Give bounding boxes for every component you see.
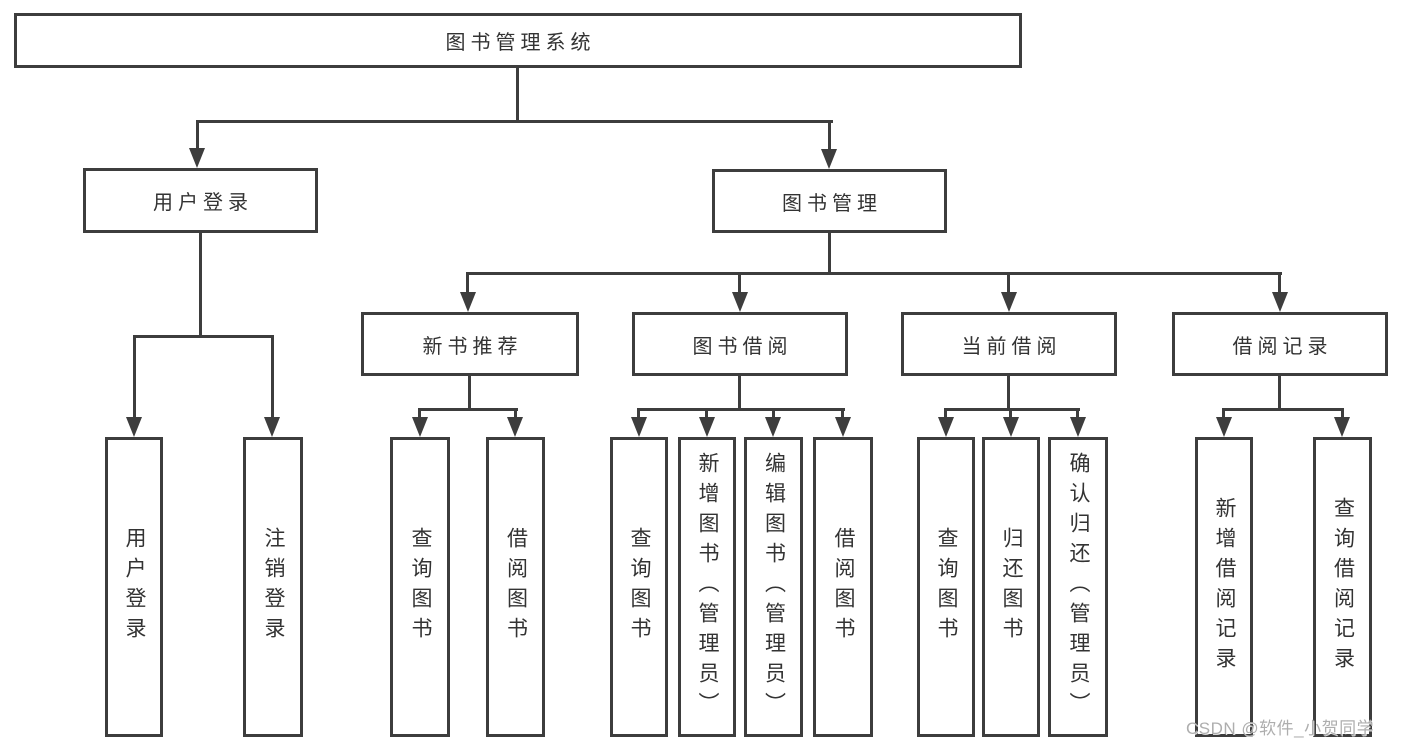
leaf-user-login: 用户登录 <box>105 437 163 737</box>
node-borrow-records: 借阅记录 <box>1172 312 1388 376</box>
arrow-down-icon <box>1334 417 1350 437</box>
connector-line <box>196 120 199 150</box>
connector-line <box>772 408 775 420</box>
connector-line <box>133 335 274 338</box>
connector-line <box>418 408 421 420</box>
connector-line <box>1007 376 1010 410</box>
connector-line <box>271 335 274 419</box>
connector-line <box>828 120 831 150</box>
arrow-down-icon <box>507 417 523 437</box>
arrow-down-icon <box>732 292 748 312</box>
node-book-borrow: 图书借阅 <box>632 312 848 376</box>
connector-line <box>199 233 202 337</box>
arrow-down-icon <box>412 417 428 437</box>
leaf-borrow-books-1: 借阅图书 <box>486 437 545 737</box>
arrow-down-icon <box>126 417 142 437</box>
connector-line <box>418 408 518 411</box>
arrow-down-icon <box>1003 417 1019 437</box>
connector-line <box>468 376 471 410</box>
leaf-edit-book-admin: 编辑图书（管理员） <box>744 437 803 737</box>
node-book-management: 图书管理 <box>712 169 947 233</box>
leaf-return-book: 归还图书 <box>982 437 1040 737</box>
leaf-query-borrow-record: 查询借阅记录 <box>1313 437 1372 737</box>
connector-line <box>841 408 844 420</box>
leaf-add-borrow-record: 新增借阅记录 <box>1195 437 1253 737</box>
leaf-query-books-3: 查询图书 <box>917 437 975 737</box>
connector-line <box>637 408 845 411</box>
arrow-down-icon <box>938 417 954 437</box>
arrow-down-icon <box>264 417 280 437</box>
arrow-down-icon <box>1272 292 1288 312</box>
arrow-down-icon <box>460 292 476 312</box>
connector-line <box>637 408 640 420</box>
connector-line <box>828 233 831 274</box>
arrow-down-icon <box>835 417 851 437</box>
node-library-system: 图书管理系统 <box>14 13 1022 68</box>
leaf-confirm-return-admin: 确认归还（管理员） <box>1048 437 1108 737</box>
leaf-query-books-2: 查询图书 <box>610 437 668 737</box>
connector-line <box>196 120 833 123</box>
connector-line <box>133 335 136 419</box>
connector-line <box>466 272 1282 275</box>
arrow-down-icon <box>765 417 781 437</box>
connector-line <box>944 408 1080 411</box>
connector-line <box>1076 408 1079 420</box>
connector-line <box>466 272 469 294</box>
connector-line <box>514 408 517 420</box>
connector-line <box>1341 408 1344 420</box>
connector-line <box>516 68 519 121</box>
leaf-add-book-admin: 新增图书（管理员） <box>678 437 736 737</box>
connector-line <box>944 408 947 420</box>
node-current-borrow: 当前借阅 <box>901 312 1117 376</box>
leaf-borrow-books-2: 借阅图书 <box>813 437 873 737</box>
arrow-down-icon <box>189 148 205 168</box>
connector-line <box>1278 272 1281 294</box>
connector-line <box>1009 408 1012 420</box>
arrow-down-icon <box>1216 417 1232 437</box>
connector-line <box>738 376 741 410</box>
leaf-logout: 注销登录 <box>243 437 303 737</box>
arrow-down-icon <box>1070 417 1086 437</box>
connector-line <box>1222 408 1225 420</box>
leaf-query-books-1: 查询图书 <box>390 437 450 737</box>
connector-line <box>1222 408 1344 411</box>
watermark: CSDN @软件_小贺同学 <box>1186 719 1375 738</box>
connector-line <box>738 272 741 294</box>
connector-line <box>1007 272 1010 294</box>
connector-line <box>1278 376 1281 410</box>
connector-line <box>705 408 708 420</box>
arrow-down-icon <box>1001 292 1017 312</box>
node-new-book-recommend: 新书推荐 <box>361 312 579 376</box>
arrow-down-icon <box>699 417 715 437</box>
arrow-down-icon <box>631 417 647 437</box>
arrow-down-icon <box>821 149 837 169</box>
node-user-login: 用户登录 <box>83 168 318 233</box>
